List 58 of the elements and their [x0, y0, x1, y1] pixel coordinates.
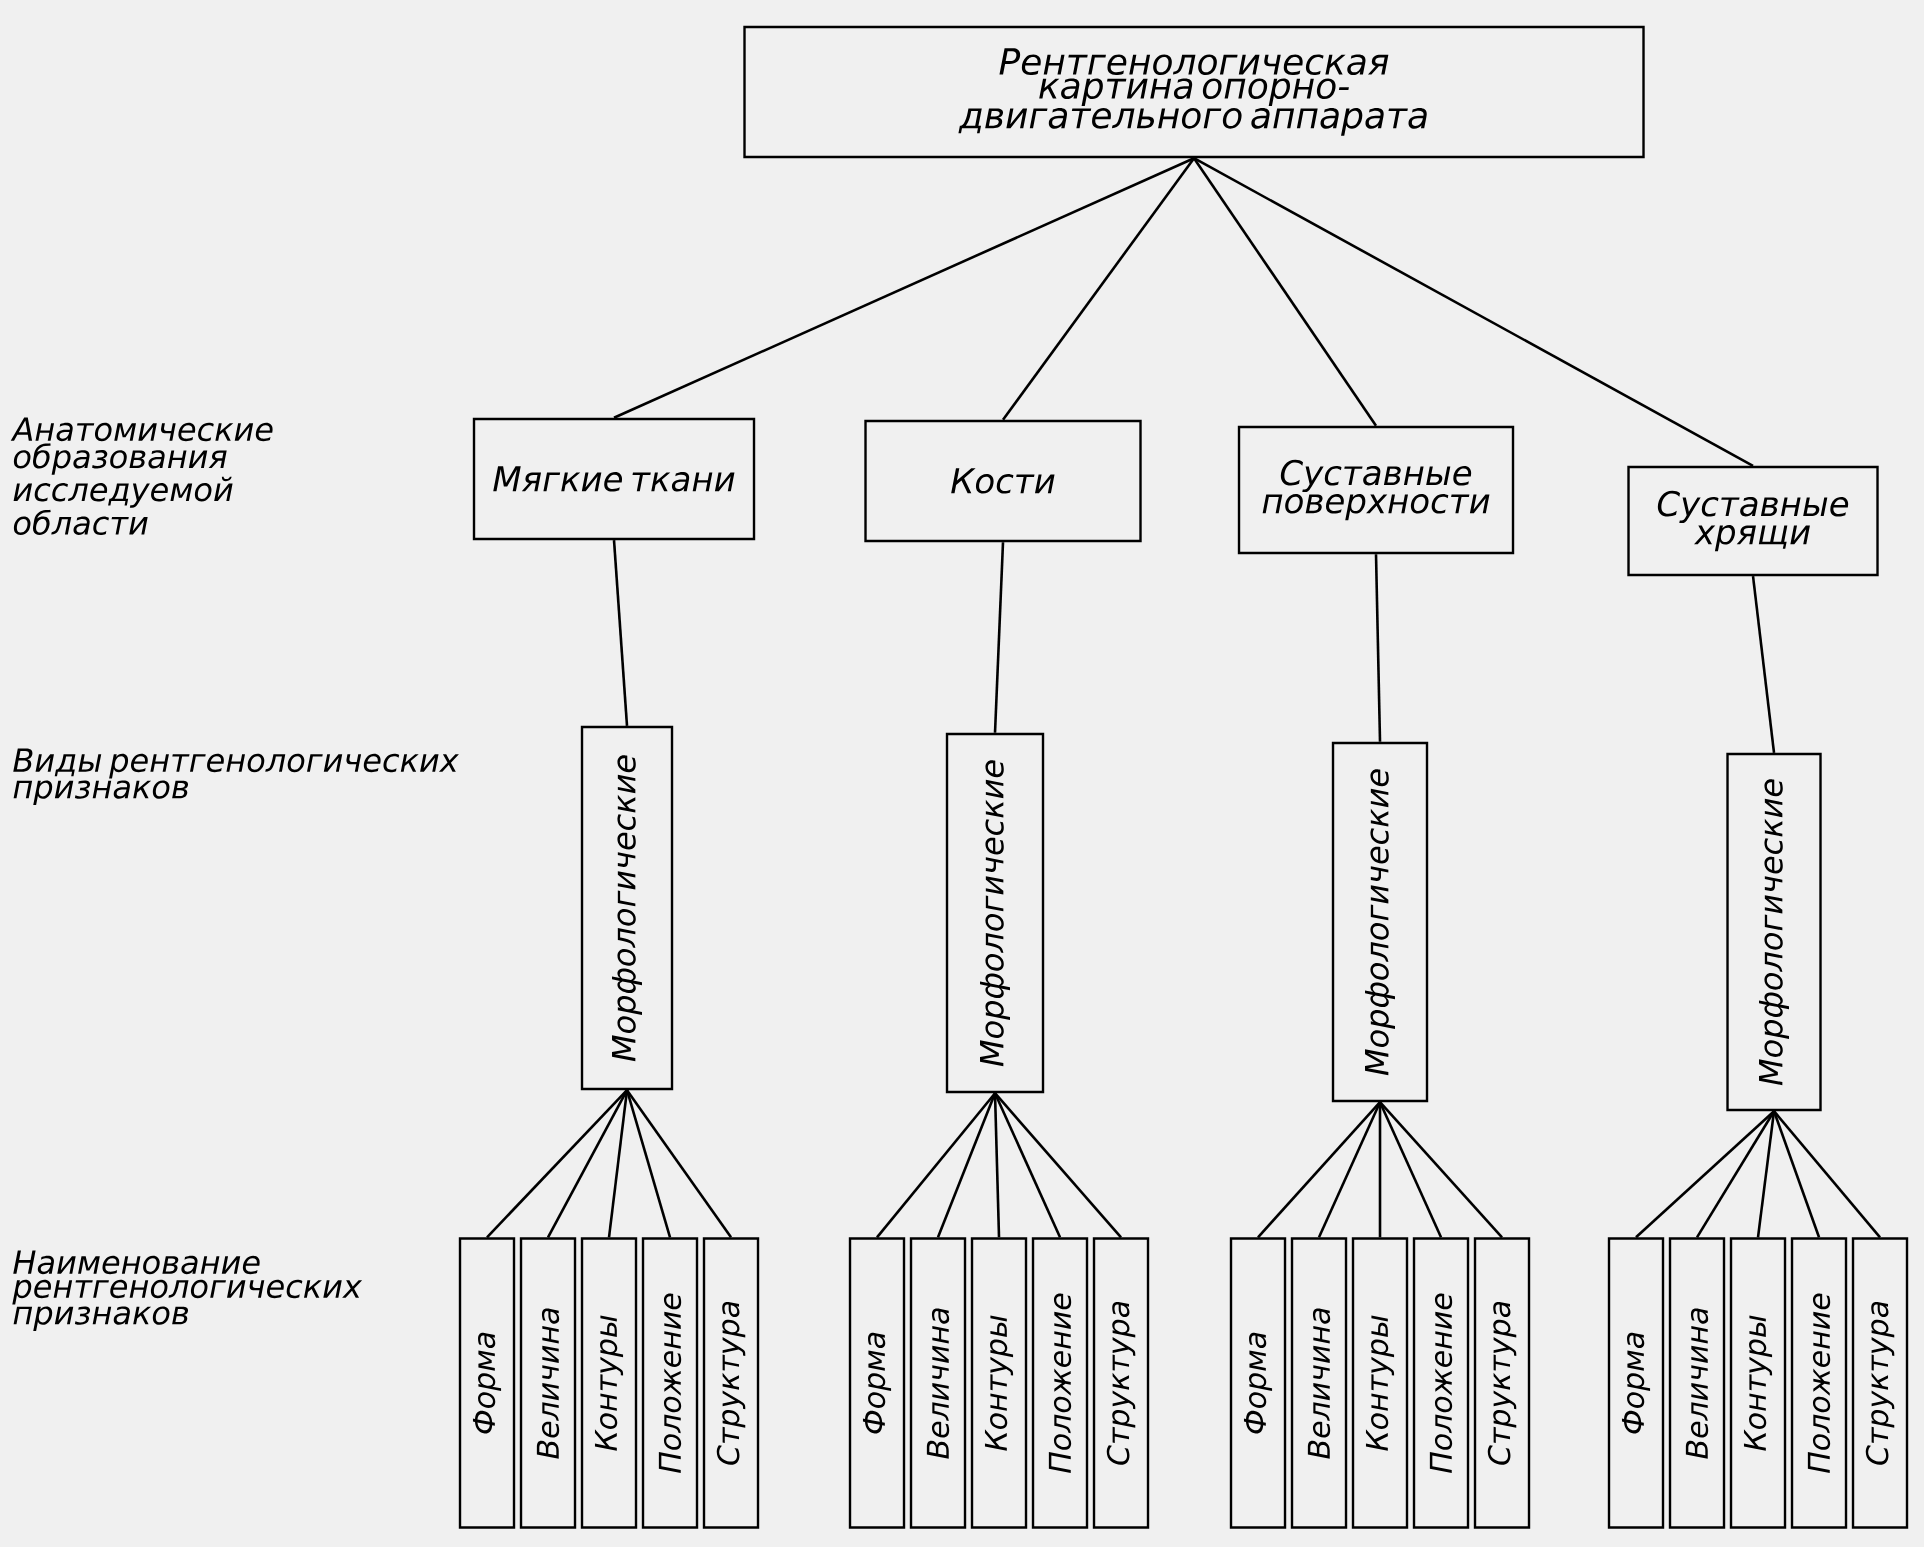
vertical-text-box: Контуры — [1729, 1237, 1787, 1529]
text-box: Мягкие ткани — [472, 417, 756, 541]
connector-line — [1772, 1110, 1821, 1238]
row-label: Анатомические образования исследуемой области — [10, 417, 273, 535]
text-box: Кости — [864, 419, 1142, 543]
connector-line — [546, 1089, 629, 1238]
connector-line — [993, 542, 1005, 733]
vertical-text-box: Положение — [1031, 1237, 1089, 1529]
connector-line — [1001, 157, 1196, 421]
vertical-text-box: Величина — [1290, 1237, 1348, 1529]
vertical-text-box: Контуры — [1351, 1237, 1409, 1529]
vertical-text-box: Форма — [1607, 1237, 1665, 1529]
connector-line — [612, 540, 629, 726]
connector-line — [1192, 157, 1378, 427]
vertical-text-box: Морфологические — [1331, 741, 1429, 1103]
connector-line — [1379, 1101, 1503, 1239]
vertical-text-box: Морфологические — [945, 732, 1045, 1094]
row-label: Виды рентгенологических признаков — [13, 748, 459, 805]
connector-line — [994, 1092, 1122, 1239]
connector-line — [993, 1093, 1001, 1238]
connector-line — [1751, 576, 1776, 753]
connector-line — [625, 1089, 672, 1238]
vertical-text-box: Положение — [1412, 1237, 1470, 1529]
row-label: Наименование рентгенологических признаков — [12, 1250, 363, 1331]
connector-line — [876, 1092, 996, 1239]
connector-line — [1635, 1110, 1775, 1239]
connector-line — [936, 1092, 997, 1238]
vertical-text-box: Положение — [641, 1237, 699, 1529]
vertical-text-box: Структура — [1092, 1237, 1150, 1529]
connector-line — [486, 1089, 628, 1239]
vertical-text-box: Величина — [519, 1237, 577, 1529]
connector-line — [1378, 1101, 1443, 1238]
text-box: Рентгенологическая картина опорно-двигательного аппарата — [743, 25, 1645, 159]
vertical-text-box: Форма — [458, 1237, 516, 1529]
text-box: Суставные поверхности — [1237, 425, 1515, 555]
vertical-text-box: Величина — [909, 1237, 967, 1529]
connector-line — [1756, 1111, 1776, 1238]
vertical-text-box: Положение — [1790, 1237, 1848, 1529]
connector-line — [1257, 1101, 1381, 1239]
connector-line — [1193, 157, 1754, 467]
vertical-text-box: Морфологические — [1726, 752, 1822, 1112]
connector-line — [607, 1090, 629, 1238]
vertical-text-box: Форма — [848, 1237, 906, 1529]
vertical-text-box: Контуры — [580, 1237, 638, 1529]
text-box: Суставные хрящи — [1627, 465, 1879, 577]
connector-line — [613, 157, 1195, 419]
vertical-text-box: Структура — [702, 1237, 760, 1529]
connector-line — [1374, 554, 1382, 742]
vertical-text-box: Форма — [1229, 1237, 1287, 1529]
vertical-text-box: Величина — [1668, 1237, 1726, 1529]
vertical-text-box: Морфологические — [580, 725, 674, 1091]
vertical-text-box: Структура — [1473, 1237, 1531, 1529]
connector-line — [1773, 1110, 1881, 1239]
connector-line — [1317, 1101, 1382, 1238]
vertical-text-box: Структура — [1851, 1237, 1909, 1529]
vertical-text-box: Контуры — [970, 1237, 1028, 1529]
connector-line — [625, 1089, 733, 1239]
connector-line — [1378, 1102, 1382, 1238]
